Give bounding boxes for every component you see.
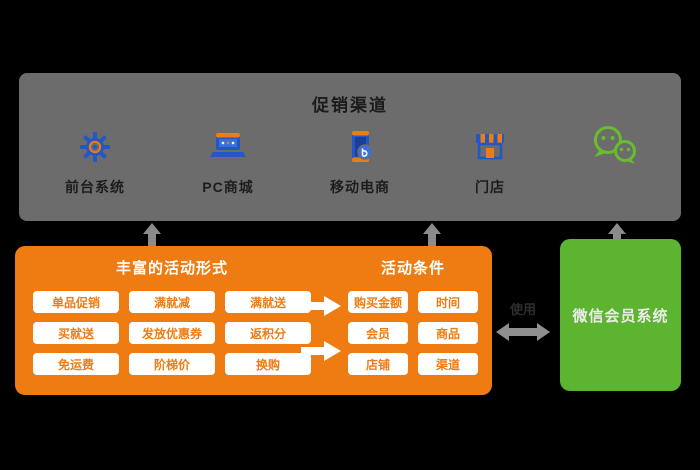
panel-title: 促销渠道 bbox=[312, 96, 388, 115]
promo-chip: 阶梯价 bbox=[129, 353, 215, 375]
right-arrow-icon bbox=[301, 341, 341, 361]
link-label: 使用 bbox=[509, 302, 536, 317]
promo-chip: 返积分 bbox=[225, 322, 311, 344]
promotion-channels-panel: 促销渠道 bbox=[19, 73, 681, 221]
condition-chip: 会员 bbox=[348, 322, 408, 344]
promo-chip: 满就减 bbox=[129, 291, 215, 313]
up-arrow-connector bbox=[143, 223, 161, 246]
channel-mobile-ecommerce: 移动电商 bbox=[295, 129, 425, 197]
promo-chip: 买就送 bbox=[33, 322, 119, 344]
channel-label: 前台系统 bbox=[65, 179, 125, 195]
wechat-icon bbox=[589, 123, 641, 172]
wechat-member-system-panel: 微信会员系统 bbox=[560, 239, 681, 391]
promotion-activities-panel: 丰富的活动形式 活动条件 单品促销 满就减 满就送 买就送 发放优惠券 返积分 … bbox=[15, 246, 492, 395]
promo-chip: 单品促销 bbox=[33, 291, 119, 313]
promo-chip: 满就送 bbox=[225, 291, 311, 313]
channel-label: 移动电商 bbox=[330, 179, 390, 195]
mobile-icon bbox=[343, 129, 377, 170]
condition-chip: 购买金额 bbox=[348, 291, 408, 313]
promo-chip: 发放优惠券 bbox=[129, 322, 215, 344]
right-arrow-icon bbox=[301, 296, 341, 316]
channel-front-system: 前台系统 bbox=[30, 129, 160, 197]
condition-chip: 商品 bbox=[418, 322, 478, 344]
store-icon bbox=[473, 129, 507, 170]
condition-chip: 渠道 bbox=[418, 353, 478, 375]
promo-forms-title: 丰富的活动形式 bbox=[115, 260, 228, 277]
channel-store: 门店 bbox=[425, 129, 555, 197]
double-arrow-icon bbox=[496, 320, 550, 344]
channel-label: PC商城 bbox=[202, 179, 254, 195]
channel-wechat bbox=[550, 123, 680, 172]
promo-chip: 换购 bbox=[225, 353, 311, 375]
gear-icon bbox=[77, 129, 113, 170]
promo-chip: 免运费 bbox=[33, 353, 119, 375]
condition-chip: 时间 bbox=[418, 291, 478, 313]
up-arrow-connector bbox=[608, 223, 626, 246]
laptop-icon bbox=[209, 129, 247, 170]
up-arrow-connector bbox=[423, 223, 441, 246]
conditions-title: 活动条件 bbox=[380, 260, 445, 277]
channel-pc-mall: PC商城 bbox=[163, 129, 293, 197]
wechat-member-system-label: 微信会员系统 bbox=[572, 307, 669, 325]
channel-label: 门店 bbox=[475, 179, 505, 195]
condition-chip: 店铺 bbox=[348, 353, 408, 375]
